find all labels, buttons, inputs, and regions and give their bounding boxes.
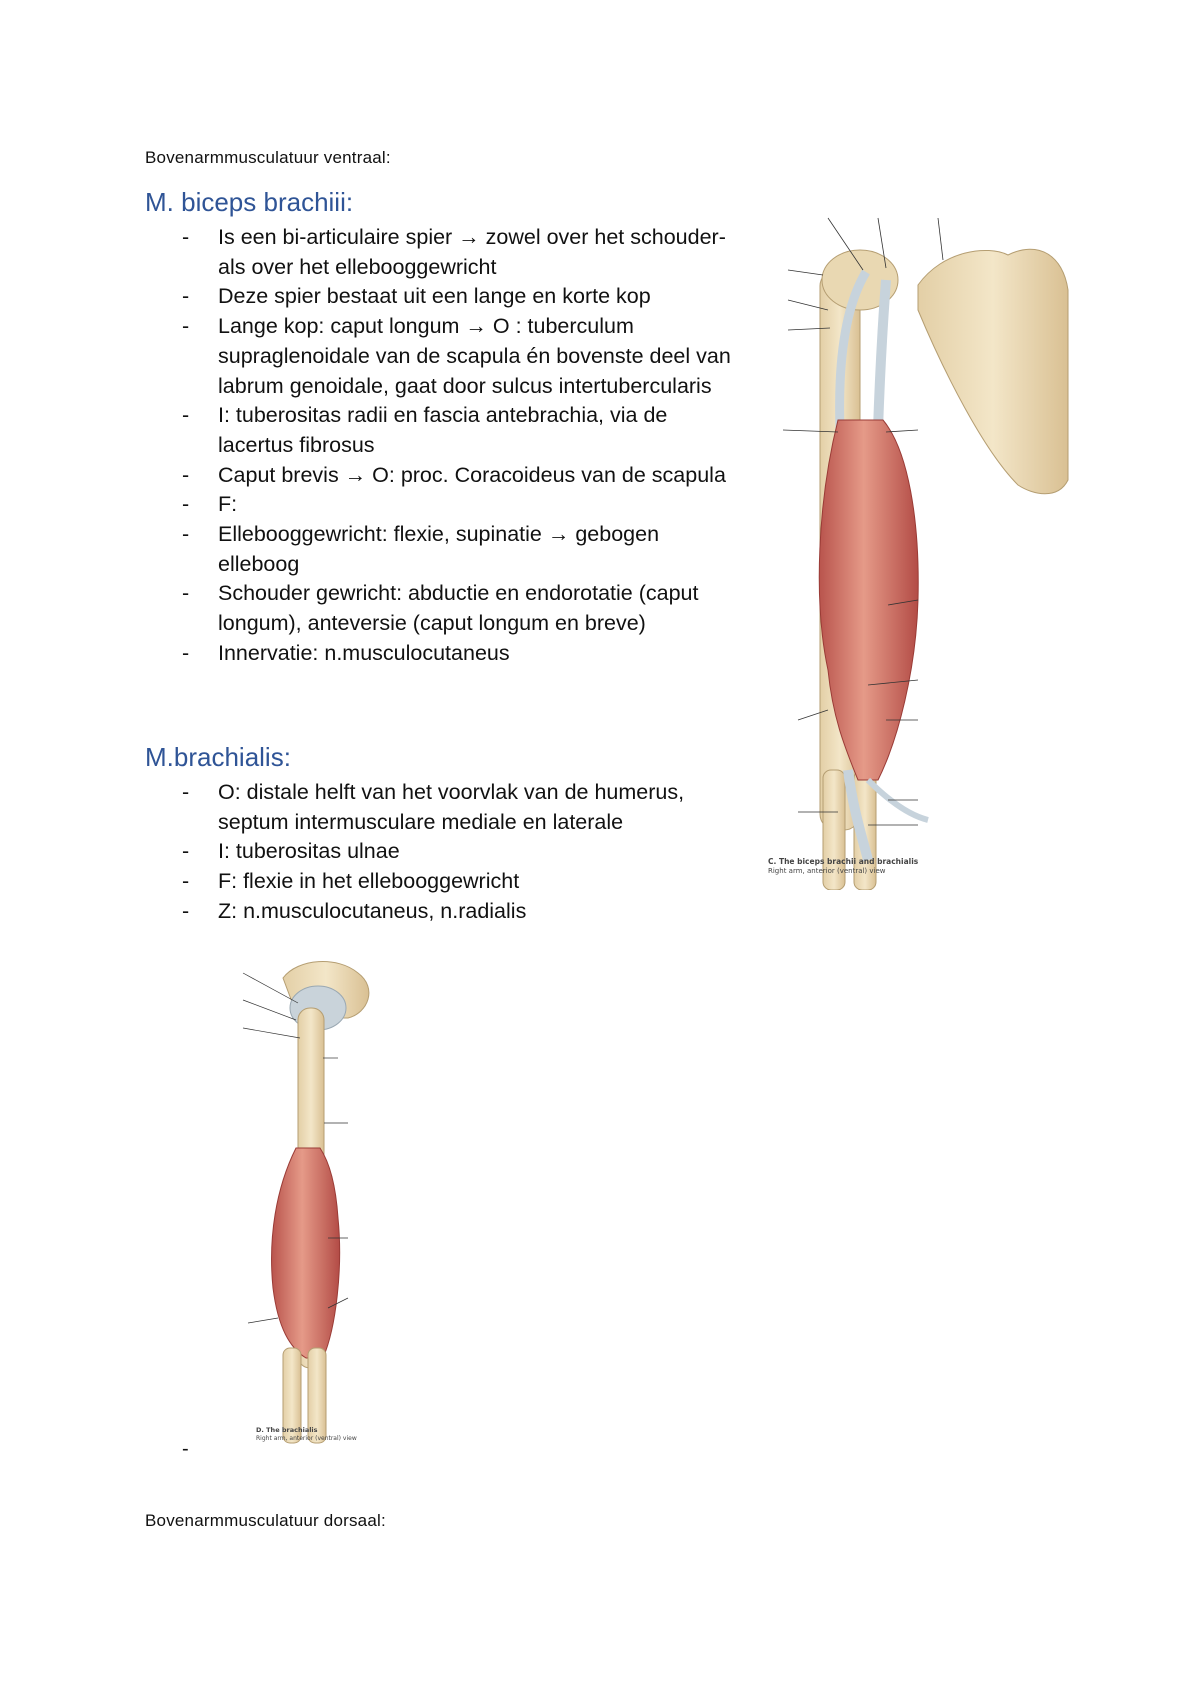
list-item: Caput brevis → O: proc. Coracoideus van … <box>182 461 742 491</box>
radius-shape <box>822 769 846 890</box>
brachialis-list: O: distale helft van het voorvlak van de… <box>182 778 742 927</box>
list-item: I: tuberositas ulnae <box>182 837 742 867</box>
list-item: Z: n.musculocutaneus, n.radialis <box>182 897 742 927</box>
figure-caption-title: C. The biceps brachii and brachialis <box>768 857 919 866</box>
list-item: O: distale helft van het voorvlak van de… <box>182 778 742 837</box>
stray-bullet: - <box>182 1438 189 1460</box>
brachialis-figure: D. The brachialis Right arm, anterior (v… <box>242 961 370 1444</box>
figure-caption-subtitle: Right arm, anterior (ventral) view <box>256 1435 357 1442</box>
list-item: F: flexie in het ellebooggewricht <box>182 867 742 897</box>
list-item: Innervatie: n.musculocutaneus <box>182 639 742 669</box>
radius-shape <box>282 1347 302 1444</box>
biceps-list: Is een bi-articulaire spier → zowel over… <box>182 223 742 669</box>
list-item: F: <box>182 490 742 520</box>
list-item: Is een bi-articulaire spier → zowel over… <box>182 223 742 282</box>
list-item: Schouder gewricht: abductie en endorotat… <box>182 579 742 638</box>
figure-caption-subtitle: Right arm, anterior (ventral) view <box>768 867 886 875</box>
biceps-muscle-shape <box>818 419 919 781</box>
list-item: Lange kop: caput longum → O : tuberculum… <box>182 312 742 401</box>
list-item: Ellebooggewricht: flexie, supinatie → ge… <box>182 520 742 579</box>
tendon-short-head <box>873 279 891 431</box>
scapula-shape <box>917 248 1069 495</box>
biceps-title: M. biceps brachiii: <box>145 187 354 217</box>
brachialis-title: M.brachialis: <box>145 742 291 772</box>
list-item: Deze spier bestaat uit een lange en kort… <box>182 282 742 312</box>
brachialis-muscle-shape <box>271 1147 341 1359</box>
heading-ventral: Bovenarmmusculatuur ventraal: <box>145 148 391 167</box>
aponeurosis <box>865 777 929 823</box>
list-item: I: tuberositas radii en fascia antebrach… <box>182 401 742 460</box>
heading-dorsal: Bovenarmmusculatuur dorsaal: <box>145 1511 386 1530</box>
figure-caption-title: D. The brachialis <box>256 1426 318 1434</box>
biceps-figure: C. The biceps brachii and brachialis Rig… <box>768 217 1069 890</box>
ulna-shape <box>307 1347 327 1444</box>
distal-tendon <box>843 769 873 862</box>
tendon-long-head <box>835 269 870 431</box>
